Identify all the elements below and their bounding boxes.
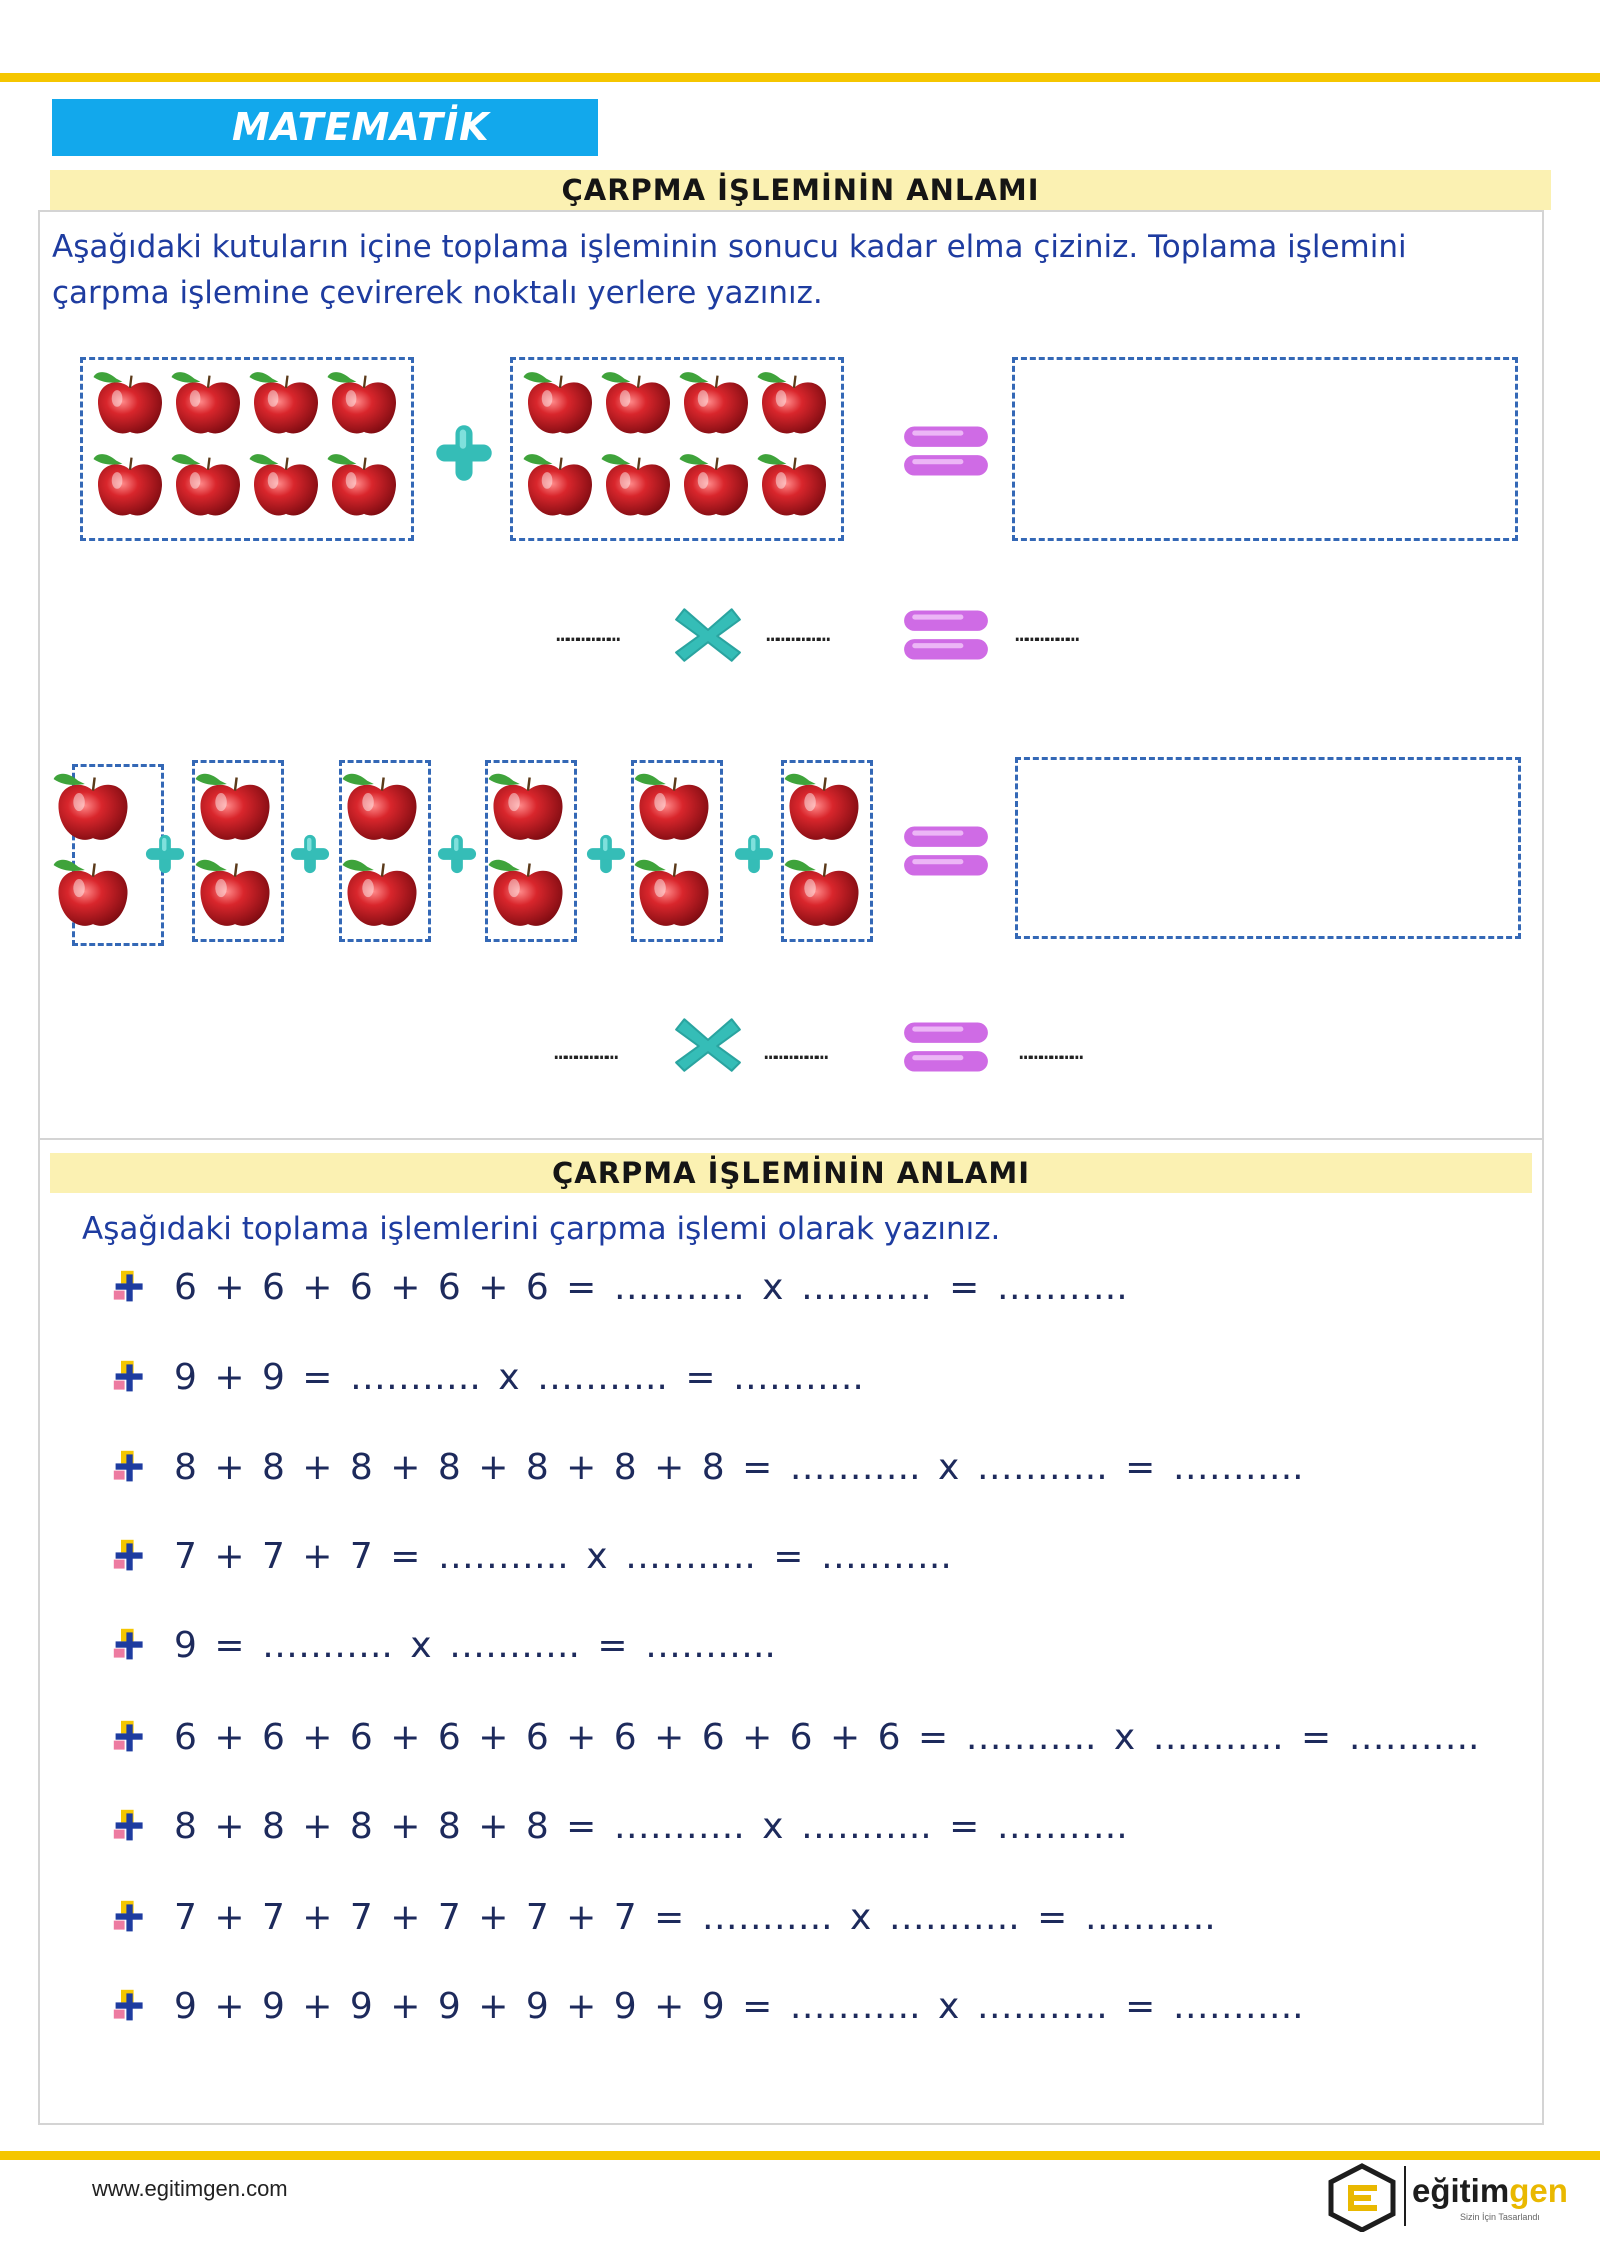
logo-divider	[1404, 2166, 1406, 2226]
bullet-icon	[113, 1989, 143, 2021]
bullet-icon	[113, 1360, 143, 1392]
exercise-expression[interactable]: 6 + 6 + 6 + 6 + 6 + 6 + 6 + 6 + 6 = ……….…	[174, 1716, 1480, 1758]
bullet-icon	[113, 1450, 143, 1482]
section1-frame	[38, 210, 1544, 1140]
bullet-icon	[113, 1900, 143, 1932]
exercise-expression[interactable]: 9 = ……….. x ……….. = ………..	[174, 1624, 776, 1666]
apple-grid-left	[92, 371, 398, 517]
bullet-icon	[113, 1720, 143, 1752]
bullet-icon	[113, 1539, 143, 1571]
plus-icon	[734, 834, 774, 874]
section1-title: ÇARPMA İŞLEMİNİN ANLAMI	[50, 170, 1551, 210]
footer-url[interactable]: www.egitimgen.com	[92, 2176, 288, 2201]
times-icon	[675, 608, 741, 662]
section2-frame	[38, 1140, 1544, 2125]
answer-drawing-box[interactable]	[1015, 757, 1521, 939]
blank-factor-2[interactable]: ………………	[766, 622, 831, 647]
section1-instruction: Aşağıdaki kutuların içine toplama işlemi…	[52, 229, 1407, 311]
apple-grid-right	[522, 371, 828, 517]
exercise-row: 6 + 6 + 6 + 6 + 6 = ……….. x ……….. = ……….…	[112, 1262, 1128, 1312]
blank-product[interactable]: ………………	[1019, 1040, 1084, 1065]
exercise-row: 6 + 6 + 6 + 6 + 6 + 6 + 6 + 6 + 6 = ……….…	[112, 1712, 1480, 1762]
exercise-expression[interactable]: 8 + 8 + 8 + 8 + 8 = ……….. x ……….. = ……….…	[174, 1805, 1128, 1847]
blank-factor-2[interactable]: ………………	[764, 1040, 829, 1065]
brand-wordmark: eğitimgen	[1412, 2172, 1568, 2210]
plus-icon	[586, 834, 626, 874]
subject-banner: MATEMATİK	[52, 99, 598, 156]
blank-product[interactable]: ………………	[1015, 622, 1080, 647]
bullet-icon	[113, 1270, 143, 1302]
equals-icon	[904, 1022, 988, 1072]
equals-icon	[904, 426, 988, 476]
exercise-expression[interactable]: 7 + 7 + 7 = ……….. x ……….. = ………..	[174, 1535, 952, 1577]
apple-pair-box	[781, 760, 873, 942]
blank-factor-1[interactable]: ………………	[556, 622, 621, 647]
plus-icon	[436, 425, 492, 481]
exercise-row: 9 + 9 + 9 + 9 + 9 + 9 + 9 = ……….. x ……….…	[112, 1981, 1304, 2031]
blank-factor-1[interactable]: ………………	[554, 1040, 619, 1065]
bullet-icon	[113, 1628, 143, 1660]
plus-icon	[145, 834, 185, 874]
apple-group-box	[510, 357, 844, 541]
bottom-accent-line	[0, 2151, 1600, 2160]
brand-accent: gen	[1509, 2172, 1568, 2209]
exercise-expression[interactable]: 6 + 6 + 6 + 6 + 6 = ……….. x ……….. = ……….…	[174, 1266, 1128, 1308]
brand-tagline: Sizin İçin Tasarlandı	[1460, 2212, 1540, 2222]
exercise-expression[interactable]: 9 + 9 = ……….. x ……….. = ………..	[174, 1356, 864, 1398]
egitimgen-logo-icon	[1328, 2163, 1396, 2232]
exercise-row: 8 + 8 + 8 + 8 + 8 = ……….. x ……….. = ……….…	[112, 1801, 1128, 1851]
exercise-expression[interactable]: 8 + 8 + 8 + 8 + 8 + 8 + 8 = ……….. x ……….…	[174, 1446, 1304, 1488]
apple-group-box	[80, 357, 414, 541]
plus-icon	[437, 834, 477, 874]
section2-instruction: Aşağıdaki toplama işlemlerini çarpma işl…	[82, 1211, 1001, 1247]
equals-icon	[904, 610, 988, 660]
exercise-expression[interactable]: 9 + 9 + 9 + 9 + 9 + 9 + 9 = ……….. x ……….…	[174, 1985, 1304, 2027]
times-icon	[675, 1018, 741, 1072]
apple-pair-box	[485, 760, 577, 942]
exercise-row: 9 + 9 = ……….. x ……….. = ………..	[112, 1352, 864, 1402]
exercise-expression[interactable]: 7 + 7 + 7 + 7 + 7 + 7 = ……….. x ……….. = …	[174, 1896, 1216, 1938]
answer-drawing-box[interactable]	[1012, 357, 1518, 541]
apple-pair-box	[192, 760, 284, 942]
apple-pair-box	[339, 760, 431, 942]
brand-main: eğitim	[1412, 2172, 1510, 2209]
equals-icon	[904, 826, 988, 876]
top-accent-line	[0, 73, 1600, 82]
exercise-row: 7 + 7 + 7 + 7 + 7 + 7 = ……….. x ……….. = …	[112, 1892, 1216, 1942]
apple-pair-box	[631, 760, 723, 942]
exercise-row: 7 + 7 + 7 = ……….. x ……….. = ………..	[112, 1531, 952, 1581]
exercise-row: 8 + 8 + 8 + 8 + 8 + 8 + 8 = ……….. x ……….…	[112, 1442, 1304, 1492]
exercise-row: 9 = ……….. x ……….. = ………..	[112, 1620, 776, 1670]
section2-title: ÇARPMA İŞLEMİNİN ANLAMI	[50, 1153, 1532, 1193]
plus-icon	[290, 834, 330, 874]
bullet-icon	[113, 1809, 143, 1841]
